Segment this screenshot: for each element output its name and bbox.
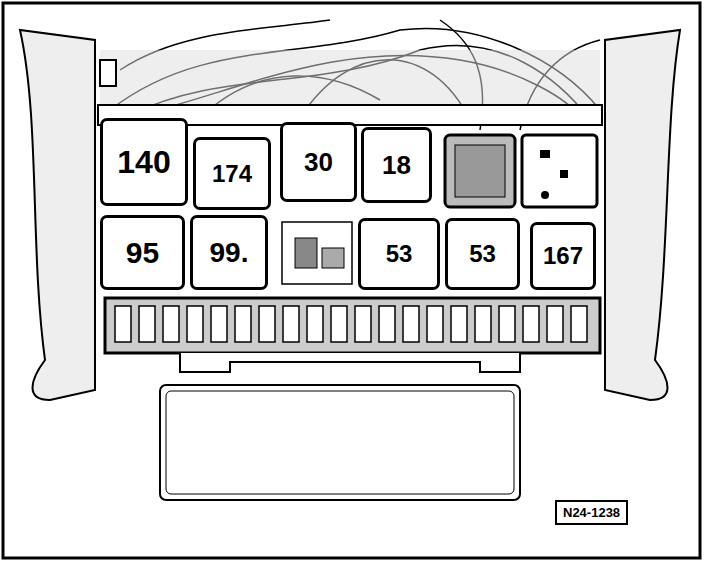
relay-number: 140	[117, 144, 170, 181]
relay-number: 95	[126, 236, 159, 270]
relay-box: 99.	[190, 215, 268, 290]
relay-number: 174	[212, 160, 252, 188]
relay-number: 99.	[210, 237, 249, 269]
relay-box: 53	[445, 218, 520, 290]
figure-id: N24-1238	[555, 500, 628, 525]
relay-number: 167	[543, 242, 583, 270]
relay-box: 167	[530, 222, 596, 290]
relay-box: 174	[193, 137, 271, 210]
relay-number: 18	[382, 150, 411, 181]
relay-box: 18	[361, 127, 432, 203]
relay-box: 95	[100, 215, 185, 290]
relay-box: 140	[100, 118, 188, 206]
relay-box: 53	[358, 218, 440, 290]
relay-box: 30	[280, 122, 357, 202]
relay-number: 30	[304, 147, 333, 178]
relay-number: 53	[386, 240, 413, 268]
relay-number: 53	[469, 240, 496, 268]
